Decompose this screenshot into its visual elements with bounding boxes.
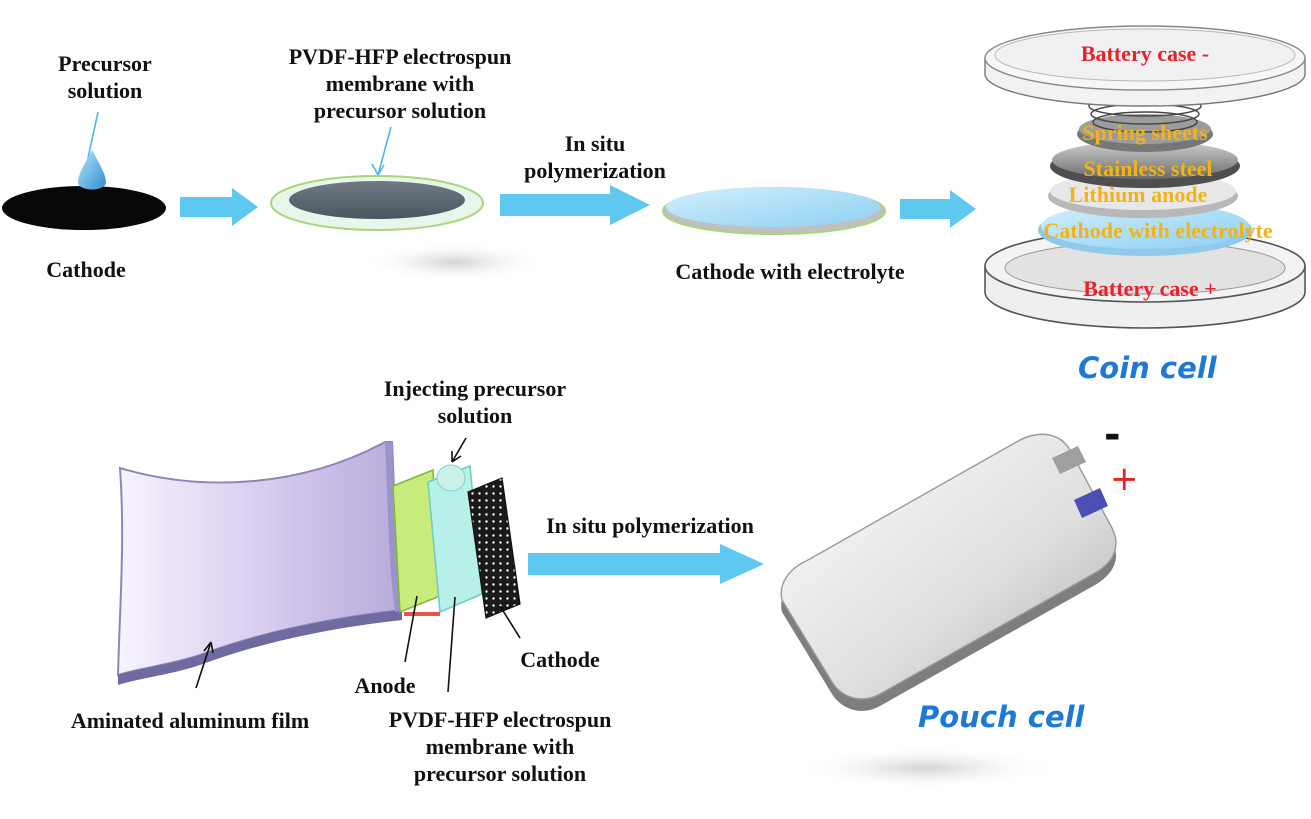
bottom-membrane-label: PVDF-HFP electrospun membrane with precu… xyxy=(355,706,645,787)
aluminum-film xyxy=(116,441,404,685)
lithium-anode-label: Lithium anode xyxy=(1068,182,1208,207)
tab-edge xyxy=(404,612,440,616)
label-line: In situ xyxy=(564,131,626,156)
plus-sign: + xyxy=(1110,459,1139,499)
aminated-aluminum-film-label: Aminated aluminum film xyxy=(70,708,310,733)
coin-cell-title: Coin cell xyxy=(1078,351,1217,385)
pouch-cathode-label: Cathode xyxy=(520,647,600,672)
battery-case-minus-label: Battery case - xyxy=(1080,41,1210,66)
in-situ-polymerization-label: In situ polymerization xyxy=(510,130,680,184)
arrow-right-icon xyxy=(528,544,764,584)
droplet-icon xyxy=(78,150,106,190)
label-line: membrane with xyxy=(425,734,575,759)
battery-case-plus-label: Battery case + xyxy=(1083,276,1217,301)
cathode-sheet xyxy=(467,477,521,619)
spring-sheets-label: Spring sheets xyxy=(1082,120,1208,145)
minus-sign: - xyxy=(1104,412,1121,458)
label-line: PVDF-HFP electrospun xyxy=(388,707,612,732)
cathode-with-electrolyte-label: Cathode with electrolyte xyxy=(675,259,905,284)
coin-cathode-electrolyte-label: Cathode with electrolyte xyxy=(1043,218,1273,243)
anode-label: Anode xyxy=(354,673,416,698)
label-line: precursor solution xyxy=(313,98,487,123)
pointer-line xyxy=(87,111,99,159)
arrow-right-icon xyxy=(900,190,976,228)
cathode-disc xyxy=(2,186,166,230)
pointer-arrowhead xyxy=(203,641,214,654)
membrane-label: PVDF-HFP electrospun membrane with precu… xyxy=(255,43,545,124)
pointer-line xyxy=(447,596,456,693)
pointer-line xyxy=(195,641,212,689)
pouch-cell-body xyxy=(780,433,1117,790)
injecting-precursor-label: Injecting precursor solution xyxy=(355,375,595,429)
pointer-arrowhead xyxy=(371,163,385,176)
pointer-arrowhead xyxy=(451,451,462,463)
coin-cell-stack xyxy=(984,25,1306,329)
label-line: PVDF-HFP electrospun xyxy=(288,44,512,69)
label-line: Precursor xyxy=(58,51,152,76)
electrolyte-disc xyxy=(662,187,886,235)
label-line: solution xyxy=(67,78,143,103)
label-line: precursor solution xyxy=(413,761,587,786)
droplet-icon xyxy=(436,464,466,492)
pointer-line xyxy=(451,437,467,463)
label-line: solution xyxy=(437,403,513,428)
membrane-disc xyxy=(270,175,550,282)
arrow-right-icon xyxy=(180,188,258,226)
stainless-steel-label: Stainless steel xyxy=(1083,156,1213,181)
cathode-label: Cathode xyxy=(46,257,126,282)
pouch-cell-title: Pouch cell xyxy=(918,700,1085,734)
label-line: membrane with xyxy=(325,71,475,96)
pointer-line xyxy=(377,126,392,176)
precursor-solution-label: Precursor solution xyxy=(30,50,180,104)
in-situ-polymerization-bottom-label: In situ polymerization xyxy=(546,513,754,538)
pointer-line xyxy=(499,605,521,639)
label-line: polymerization xyxy=(524,158,666,183)
label-line: Injecting precursor xyxy=(383,376,567,401)
arrow-right-icon xyxy=(500,185,650,225)
pointer-line xyxy=(404,595,418,663)
